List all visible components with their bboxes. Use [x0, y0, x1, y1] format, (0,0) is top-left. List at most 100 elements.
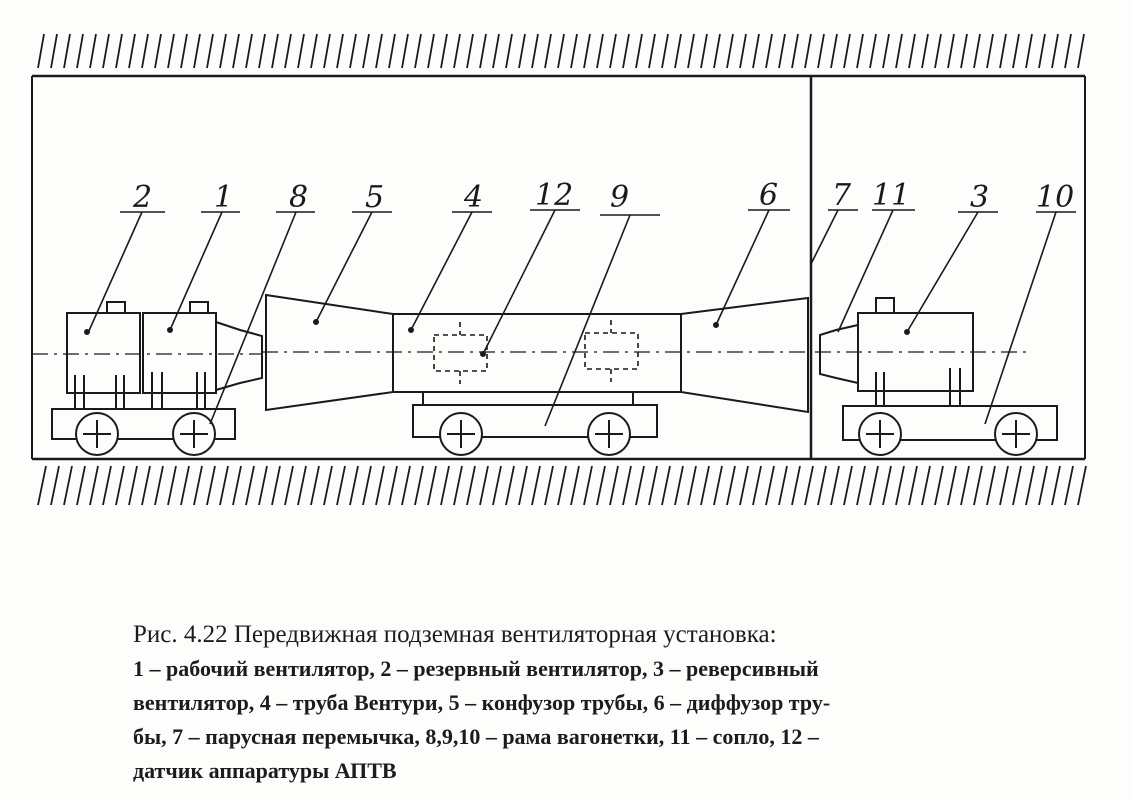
cart-frame-right [842, 405, 1058, 441]
hatch-line [947, 33, 955, 69]
label-6: 6 [759, 178, 778, 213]
label-9: 9 [610, 180, 629, 215]
hatch-line [323, 465, 333, 506]
hatch-line [245, 33, 253, 69]
hatch-line [1012, 33, 1020, 69]
hatch-line [804, 33, 812, 69]
cart-frame-left [51, 408, 236, 440]
hatch-line [1051, 33, 1059, 69]
hatch-line [1051, 465, 1061, 506]
cart-left [51, 408, 236, 456]
hatch-line [895, 465, 905, 506]
caption-line: 1 – рабочий вентилятор, 2 – резервный ве… [133, 656, 819, 681]
roof-hatching [37, 33, 1085, 69]
hatch-line [427, 33, 435, 69]
hatch-line [856, 33, 864, 69]
hatch-line [830, 33, 838, 69]
hatch-line [869, 465, 879, 506]
caption-line: вентилятор, 4 – труба Вентури, 5 – конфу… [133, 690, 831, 715]
hatch-line [310, 33, 318, 69]
wheel-icon [172, 412, 216, 456]
hatch-line [102, 465, 112, 506]
hatch-line [271, 465, 281, 506]
label-7: 7 [832, 178, 852, 213]
hatch-line [1064, 33, 1072, 69]
hatch-line [752, 33, 760, 69]
hatch-line [284, 465, 294, 506]
hatch-line [63, 33, 71, 69]
hatch-line [843, 465, 853, 506]
caption-legend: 1 – рабочий вентилятор, 2 – резервный ве… [133, 652, 1093, 788]
hatch-line [635, 33, 643, 69]
hatch-line [622, 465, 632, 506]
label-1: 1 [214, 180, 233, 215]
hatch-line [726, 465, 736, 506]
hatch-line [674, 465, 684, 506]
hatch-line [323, 33, 331, 69]
hatch-line [505, 33, 513, 69]
hatch-line [505, 465, 515, 506]
hatch-line [596, 33, 604, 69]
cart-frame-middle [412, 404, 658, 438]
hatch-line [479, 33, 487, 69]
hatch-line [76, 33, 84, 69]
wheel-icon [587, 412, 631, 456]
hatch-line [115, 465, 125, 506]
hatch-line [882, 33, 890, 69]
hatch-line [349, 465, 359, 506]
hatch-line [362, 33, 370, 69]
caption-title: Рис. 4.22 Передвижная подземная вентилят… [133, 621, 777, 648]
hatch-line [804, 465, 814, 506]
label-11: 11 [872, 178, 910, 213]
hatch-line [960, 465, 970, 506]
hatch-line [635, 465, 645, 506]
hatch-line [375, 465, 385, 506]
hatch-line [1025, 33, 1033, 69]
hatch-line [544, 33, 552, 69]
hatch-line [687, 465, 697, 506]
hatch-line [37, 33, 45, 69]
hatch-line [271, 33, 279, 69]
hatch-line [466, 33, 474, 69]
hatch-line [1012, 465, 1022, 506]
hatch-line [453, 33, 461, 69]
hatch-line [102, 33, 110, 69]
hatch-line [583, 33, 591, 69]
hatch-line [986, 465, 996, 506]
hatch-line [960, 33, 968, 69]
label-8: 8 [289, 180, 308, 215]
hatch-line [479, 465, 489, 506]
hatch-line [492, 465, 502, 506]
hatch-line [206, 33, 214, 69]
hatch-line [908, 465, 918, 506]
hatch-line [713, 33, 721, 69]
hatch-line [349, 33, 357, 69]
hatch-line [50, 33, 58, 69]
hatch-line [934, 465, 944, 506]
figure-caption: Рис. 4.22 Передвижная подземная вентилят… [133, 618, 1093, 788]
hatch-line [830, 465, 840, 506]
hatch-line [791, 33, 799, 69]
hatch-line [258, 465, 268, 506]
hatch-line [921, 465, 931, 506]
hatch-line [726, 33, 734, 69]
hatch-line [336, 465, 346, 506]
hatch-line [674, 33, 682, 69]
hatch-line [76, 465, 86, 506]
hatch-line [570, 465, 580, 506]
hatch-line [999, 465, 1009, 506]
hatch-line [154, 33, 162, 69]
hatch-line [245, 465, 255, 506]
hatch-line [427, 465, 437, 506]
hatch-line [232, 33, 240, 69]
hatch-line [895, 33, 903, 69]
leader-lines [87, 209, 1076, 427]
hatch-line [856, 465, 866, 506]
hatch-line [297, 33, 305, 69]
hatch-line [947, 465, 957, 506]
hatch-line [765, 465, 775, 506]
hatch-line [206, 465, 216, 506]
hatch-line [778, 465, 788, 506]
hatch-line [778, 33, 786, 69]
hatch-line [219, 465, 229, 506]
